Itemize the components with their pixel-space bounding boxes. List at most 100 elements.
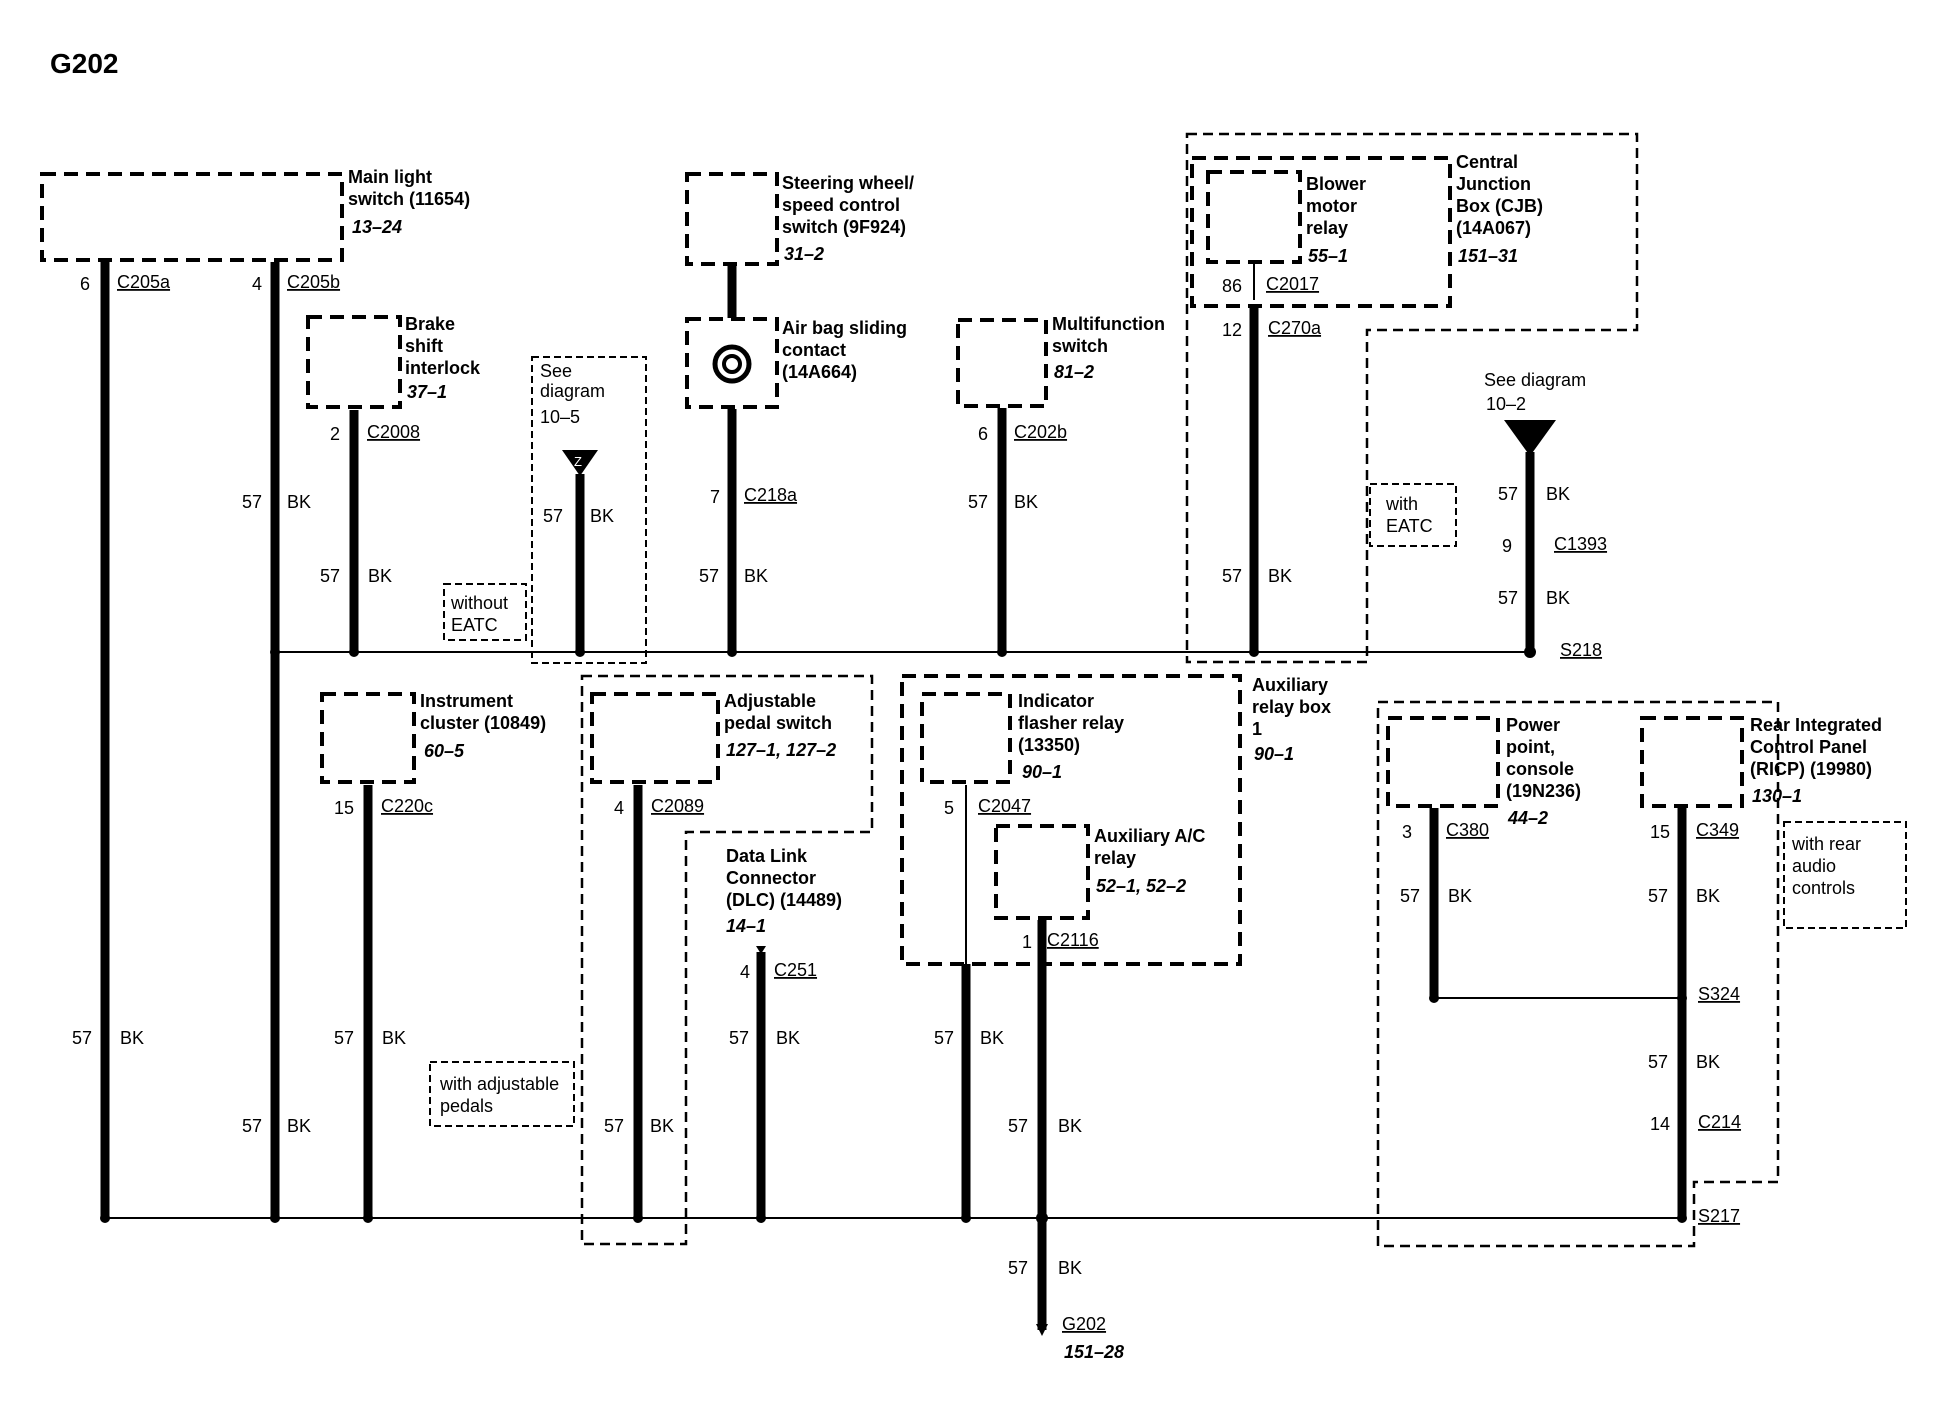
c220c-label: C220c [381, 796, 433, 816]
auxiliary-relay-box-label: relay box [1252, 697, 1331, 717]
c214-label: C214 [1698, 1112, 1741, 1132]
auxiliary-ac-relay-label: Auxiliary A/C [1094, 826, 1205, 846]
wire-circuit: 57 [543, 506, 563, 526]
wire-circuit: 57 [1498, 588, 1518, 608]
multifunction-switch-label: switch [1052, 336, 1108, 356]
splice-node [270, 647, 280, 657]
wire-circuit: 57 [699, 566, 719, 586]
air-bag-contact-label: Air bag sliding [782, 318, 907, 338]
c1393-label: C1393 [1554, 534, 1607, 554]
instrument-cluster-box [320, 692, 416, 784]
wire-circuit: 57 [968, 492, 988, 512]
c251-label: C251 [774, 960, 817, 980]
wire-color: BK [120, 1028, 144, 1048]
c2047-label: C2047 [978, 796, 1031, 816]
cjb-ref: 151–31 [1458, 246, 1518, 266]
main-light-switch-box [40, 172, 344, 262]
power-point-box [1386, 716, 1500, 808]
adjustable-pedal-switch-ref: 127–1, 127–2 [726, 740, 836, 760]
air-bag-contact-label: contact [782, 340, 846, 360]
with-adjustable-pedals-note: pedals [440, 1096, 493, 1116]
indicator-flasher-relay-label: Indicator [1018, 691, 1094, 711]
wire-color: BK [287, 1116, 311, 1136]
wire-color: BK [382, 1028, 406, 1048]
auxiliary-relay-box-label: Auxiliary [1252, 675, 1328, 695]
c2017-pin: 86 [1222, 276, 1242, 296]
blower-motor-relay-ref: 55–1 [1308, 246, 1348, 266]
splice-node [575, 647, 585, 657]
auxiliary-ac-relay-ref: 52–1, 52–2 [1096, 876, 1186, 896]
cjb-label: Junction [1456, 174, 1531, 194]
wire-circuit: 57 [934, 1028, 954, 1048]
splice-node [997, 647, 1007, 657]
c270a-pin: 12 [1222, 320, 1242, 340]
dlc-label: (DLC) (14489) [726, 890, 842, 910]
steering-wheel-switch-label: switch (9F924) [782, 217, 906, 237]
power-point-label: point, [1506, 737, 1555, 757]
dlc-label: Connector [726, 868, 816, 888]
wire-color: BK [744, 566, 768, 586]
see-diagram-left: See [540, 361, 572, 381]
c1393-pin: 9 [1502, 536, 1512, 556]
splice-node [1249, 647, 1259, 657]
c220c-pin: 15 [334, 798, 354, 818]
c205b-pin: 4 [252, 274, 262, 294]
connector-symbol [1504, 420, 1556, 456]
wire-circuit: 57 [1498, 484, 1518, 504]
c2008-label: C2008 [367, 422, 420, 442]
air-bag-contact-box [685, 317, 779, 409]
c2008-pin: 2 [330, 424, 340, 444]
c2089-label: C2089 [651, 796, 704, 816]
indicator-flasher-relay-label: (13350) [1018, 735, 1080, 755]
adjustable-pedal-switch-label: Adjustable [724, 691, 816, 711]
wire-color: BK [1546, 484, 1570, 504]
splice-node [961, 1213, 971, 1223]
wire-color: BK [650, 1116, 674, 1136]
ground-label: G202 [1062, 1314, 1106, 1334]
with-adjustable-pedals-note: with adjustable [439, 1074, 559, 1094]
power-point-label: Power [1506, 715, 1560, 735]
auxiliary-relay-box [900, 674, 1242, 966]
c218a-label: C218a [744, 485, 798, 505]
wire-circuit: 57 [1008, 1258, 1028, 1278]
power-point-label: (19N236) [1506, 781, 1581, 801]
splice-node [1036, 1212, 1048, 1224]
steering-wheel-switch-ref: 31–2 [784, 244, 824, 264]
ground-icon [1036, 1324, 1048, 1336]
rear-region-box [1376, 700, 1780, 1248]
splice-node [349, 647, 359, 657]
dlc-ref: 14–1 [726, 916, 766, 936]
ricp-label: Control Panel [1750, 737, 1867, 757]
cjb-box [1190, 156, 1452, 308]
wire-circuit: 57 [1400, 886, 1420, 906]
wire-circuit: 57 [1008, 1116, 1028, 1136]
c2017-label: C2017 [1266, 274, 1319, 294]
with-eatc-note: with [1385, 494, 1418, 514]
wire-color: BK [590, 506, 614, 526]
brake-shift-interlock-label: interlock [405, 358, 481, 378]
with-eatc-note-box [1369, 483, 1457, 547]
with-rear-audio-note: audio [1792, 856, 1836, 876]
see-diagram-left-box [531, 356, 647, 664]
wire-circuit: 57 [334, 1028, 354, 1048]
main-light-switch-label: Main light [348, 167, 432, 187]
c270a-label: C270a [1268, 318, 1322, 338]
blower-motor-relay-label: Blower [1306, 174, 1366, 194]
connector-symbol-z-label: Z [574, 454, 582, 469]
splice-node [727, 647, 737, 657]
wire-circuit: 57 [1648, 1052, 1668, 1072]
cjb-label: (14A067) [1456, 218, 1531, 238]
multifunction-switch-box [956, 318, 1048, 408]
without-eatc-note-box [443, 583, 527, 641]
c205a-label: C205a [117, 272, 171, 292]
wire-color: BK [1696, 1052, 1720, 1072]
c349-pin: 15 [1650, 822, 1670, 842]
instrument-cluster-label: Instrument [420, 691, 513, 711]
multifunction-switch-ref: 81–2 [1054, 362, 1094, 382]
ground-ref: 151–28 [1064, 1342, 1124, 1362]
c2116-label: C2116 [1047, 930, 1099, 950]
ricp-label: Rear Integrated [1750, 715, 1882, 735]
power-point-label: console [1506, 759, 1574, 779]
blower-motor-relay-label: relay [1306, 218, 1348, 238]
